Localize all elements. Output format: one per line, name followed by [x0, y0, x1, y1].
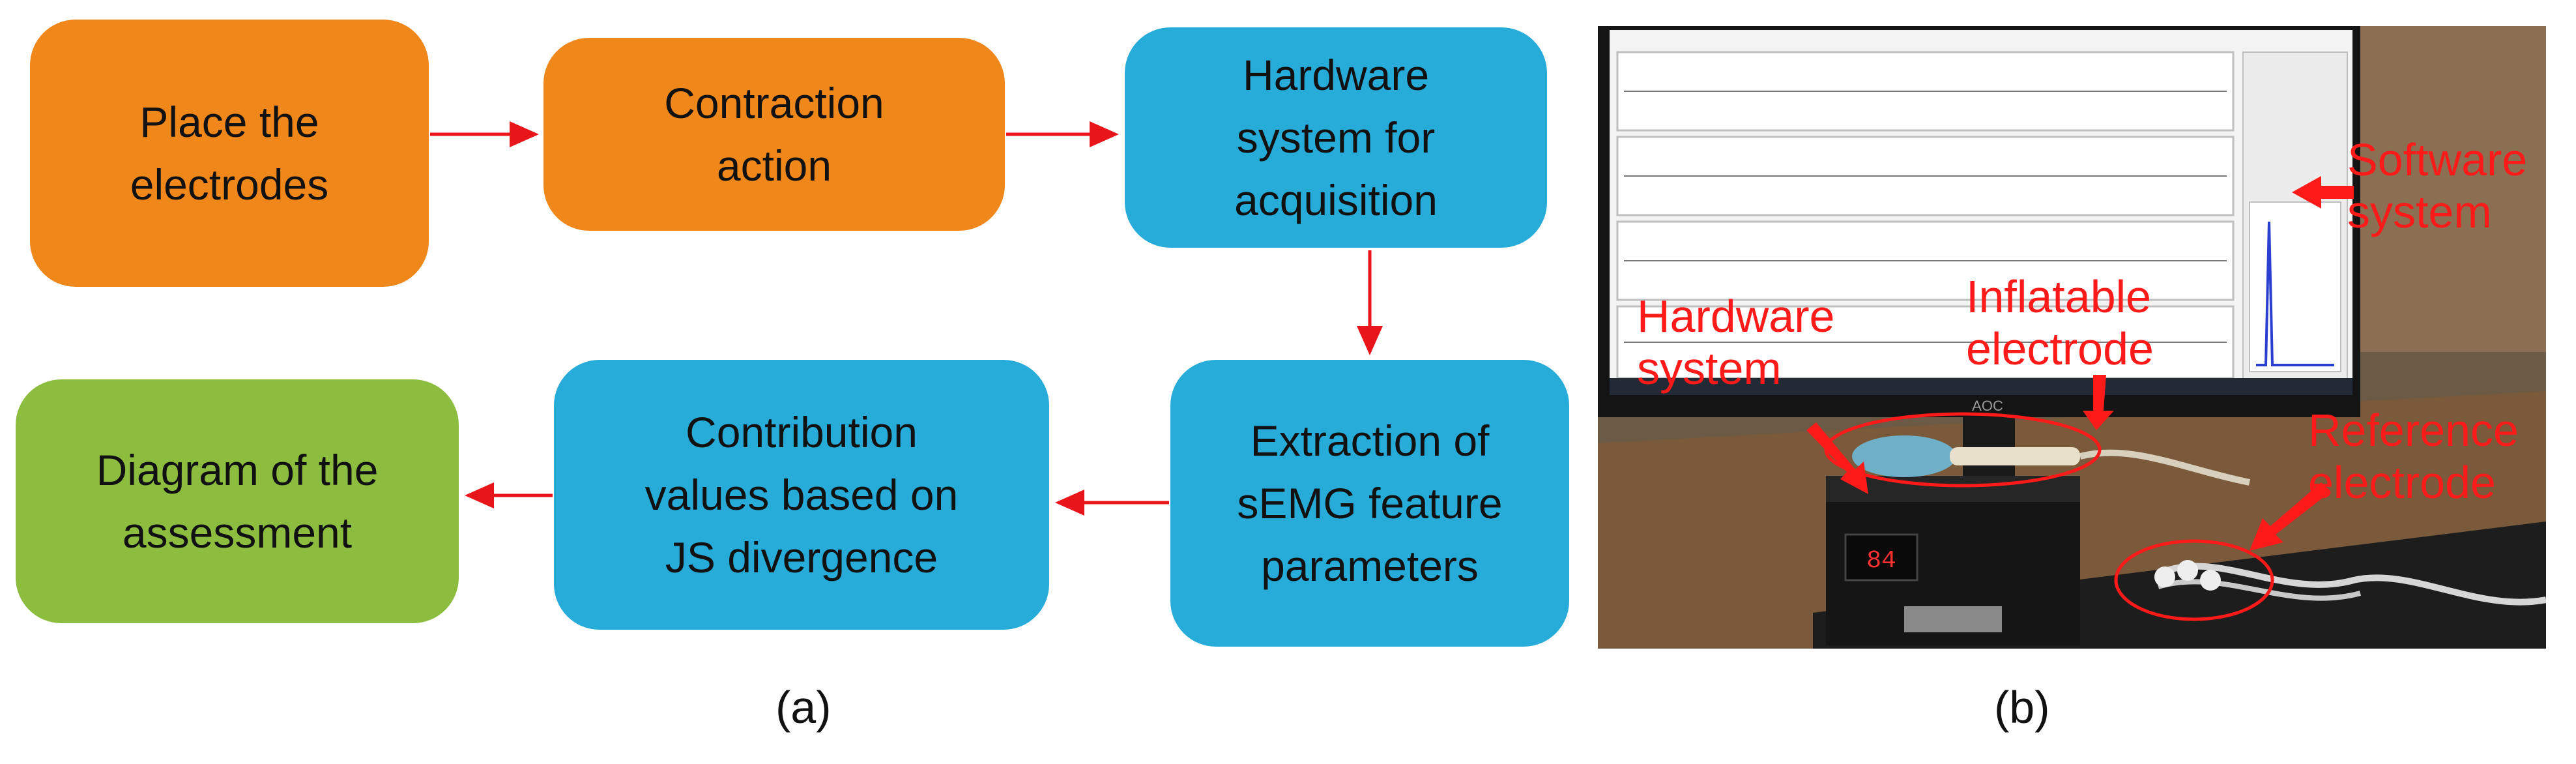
label-inflatable-electrode: Inflatable electrode — [1966, 271, 2154, 374]
setup-photo: AOC 84 Software system Hardware system I… — [1598, 26, 2546, 649]
caption-a: (a) — [775, 682, 832, 733]
node-extraction-features: Extraction of sEMG feature parameters — [1170, 360, 1569, 647]
node-contraction-action: Contraction action — [543, 38, 1005, 231]
software-arrow — [2292, 176, 2354, 209]
setup-photo-drawing: AOC 84 — [1598, 26, 2546, 649]
label-hardware-system: Hardware system — [1637, 291, 1835, 394]
node-diagram-assessment: Diagram of the assessment — [16, 379, 459, 623]
inflatable-arrow — [2083, 375, 2114, 430]
hardware-arrow — [1806, 422, 1868, 494]
reference-highlight — [2114, 539, 2274, 621]
label-reference-electrode: Reference electrode — [2308, 405, 2519, 508]
inflatable-electrode — [1852, 435, 1956, 477]
node-contribution-js: Contribution values based on JS divergen… — [554, 360, 1049, 630]
caption-b: (b) — [1994, 682, 2050, 733]
device-readout: 84 — [1866, 547, 1896, 575]
monitor-brand: AOC — [1972, 398, 2003, 414]
reference-arrow — [2250, 482, 2331, 551]
node-hardware-acquisition: Hardware system for acquisition — [1125, 27, 1547, 248]
label-software-system: Software system — [2347, 134, 2528, 237]
node-place-electrodes: Place the electrodes — [30, 20, 429, 287]
